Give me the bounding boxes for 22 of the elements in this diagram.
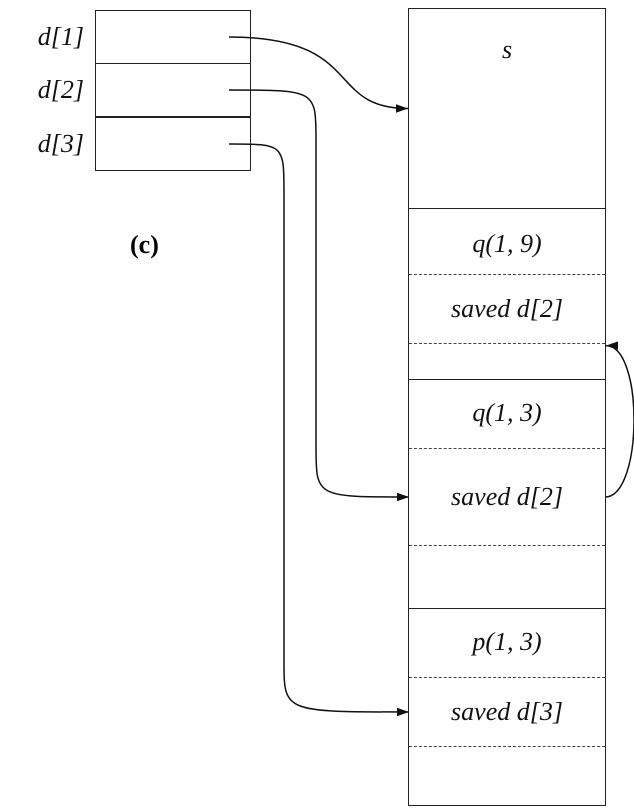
panel-label: (c) (130, 230, 159, 260)
slot-label: saved d[2] (451, 484, 563, 510)
arrow (604, 344, 634, 498)
activation-record (408, 208, 606, 380)
slot-label: saved d[3] (451, 699, 563, 725)
arrow (229, 143, 409, 716)
record-label: s (502, 35, 512, 64)
activation-record (408, 379, 606, 609)
saved-slot (409, 274, 605, 344)
record-label: q(1, 3) (472, 398, 542, 427)
record-label: p(1, 3) (472, 627, 542, 656)
saved-slot (409, 677, 605, 747)
record-label: q(1, 9) (472, 229, 542, 258)
arrow (228, 36, 408, 112)
activation-record (408, 608, 606, 806)
cell-label: d[2] (38, 77, 84, 103)
cell-label: d[3] (38, 131, 84, 157)
saved-slot (409, 448, 605, 546)
slot-label: saved d[2] (451, 296, 563, 322)
arrow (229, 89, 409, 502)
activation-record (408, 8, 606, 209)
cell-label: d[1] (38, 24, 84, 50)
